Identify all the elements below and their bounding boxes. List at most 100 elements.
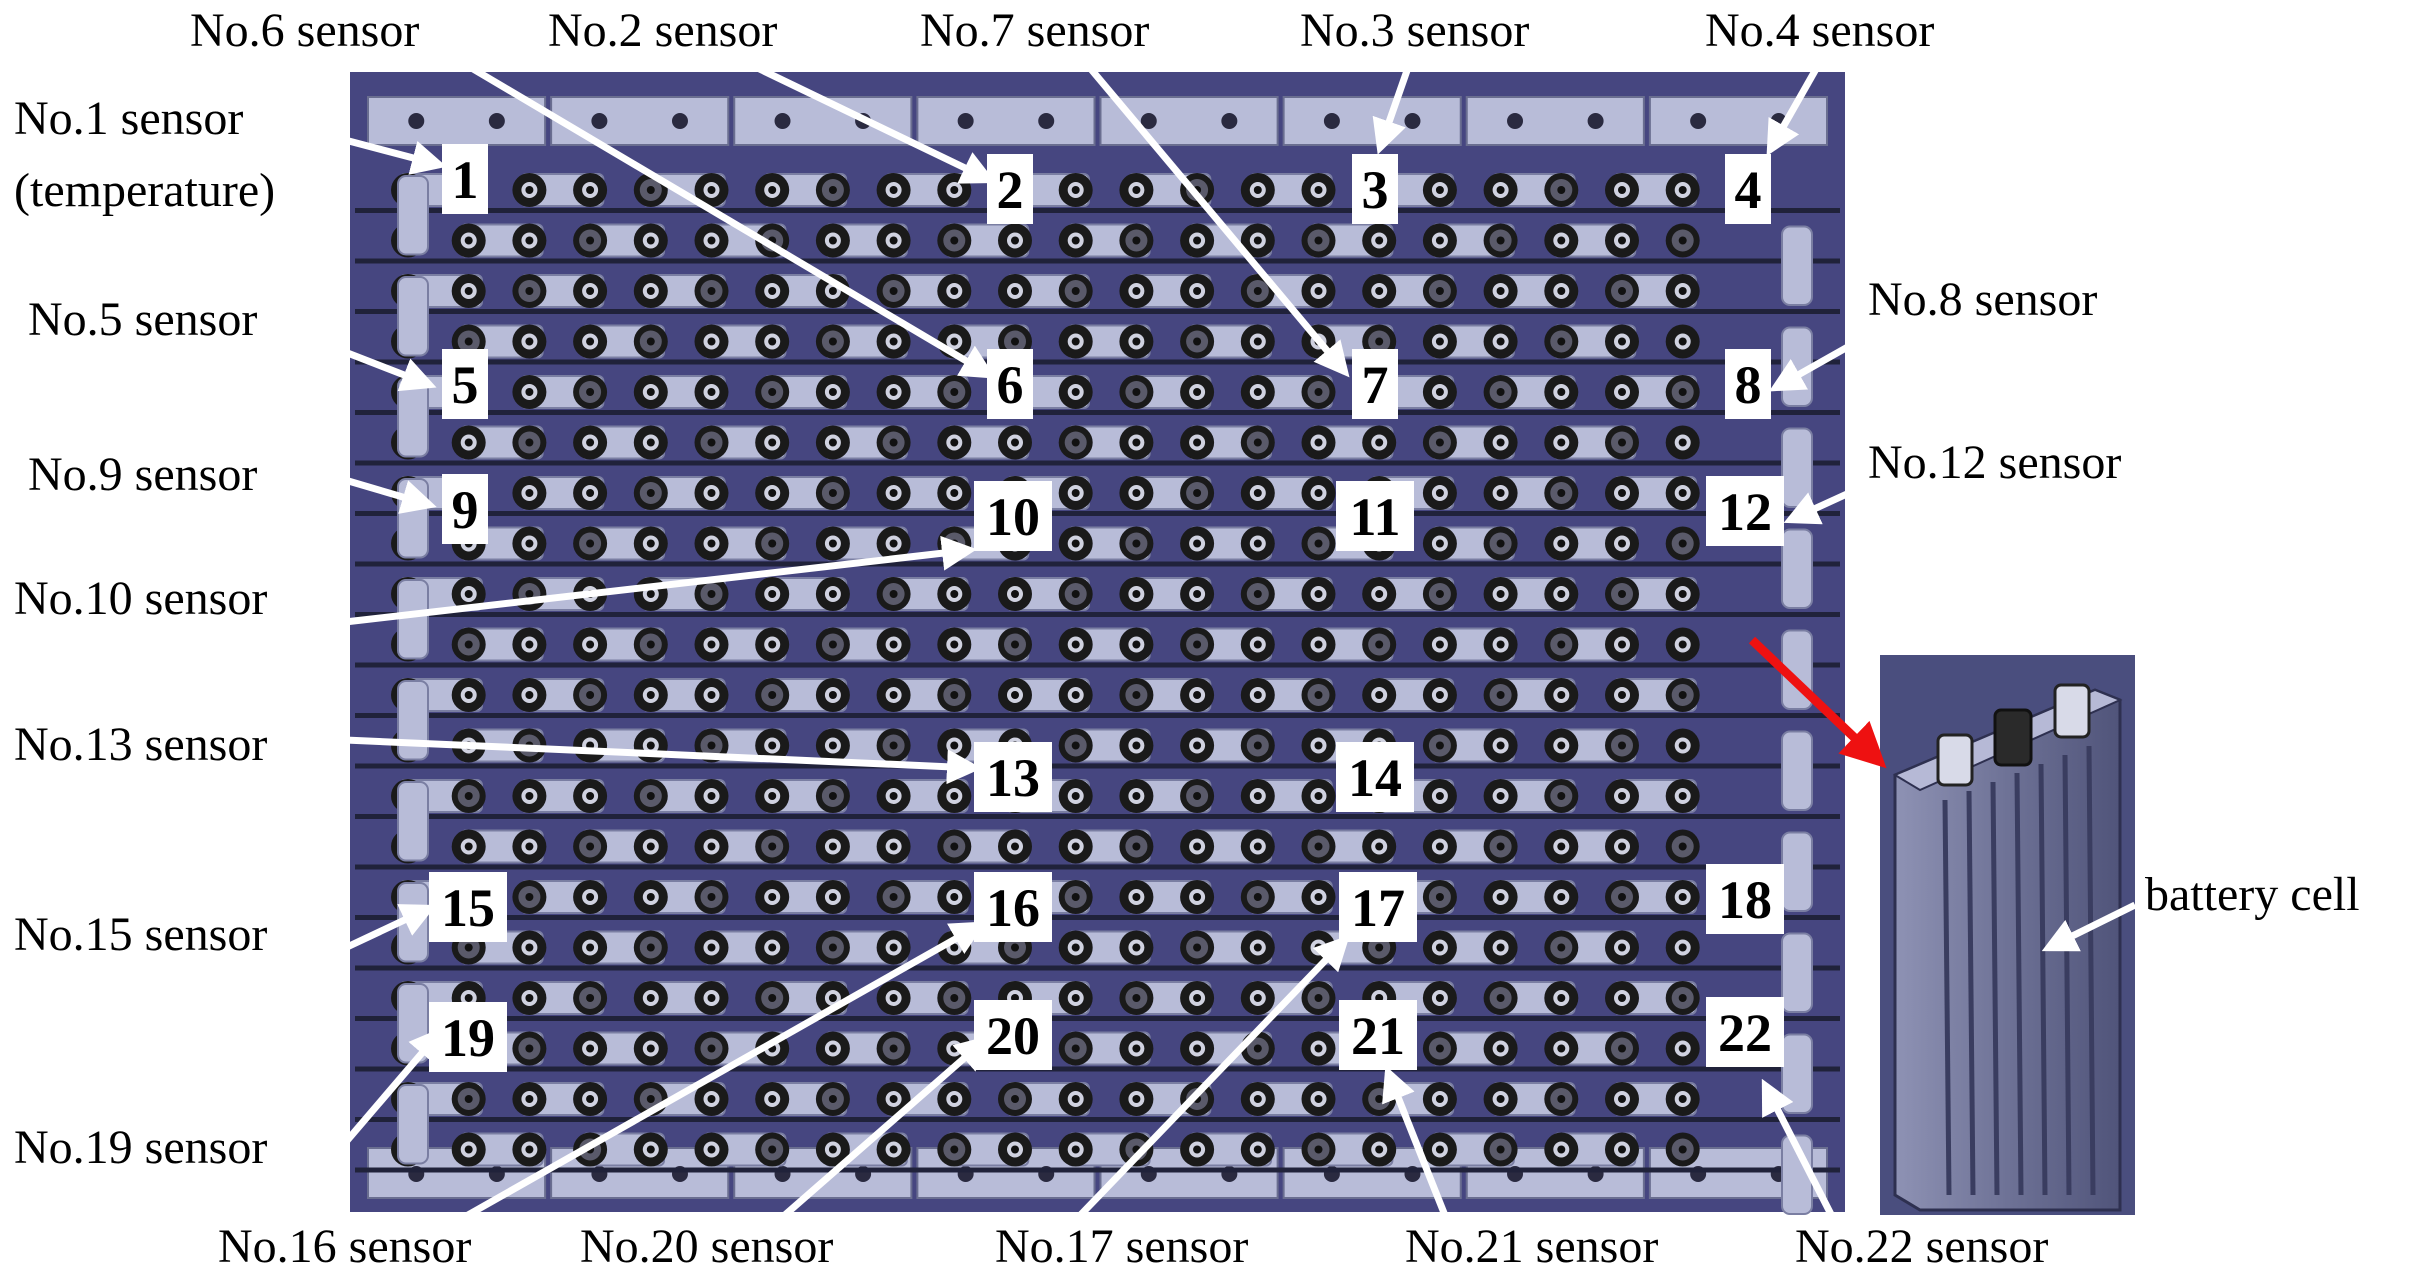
terminal-center (1618, 539, 1626, 548)
terminal-center (1557, 640, 1566, 649)
terminal-center (707, 236, 716, 245)
terminal-center (586, 388, 595, 396)
terminal-center (707, 438, 716, 447)
terminal-center (1253, 691, 1262, 699)
row-divider (355, 258, 1840, 264)
sensor-16-number: 16 (986, 878, 1040, 938)
sensor-1-sublabel: (temperature) (14, 164, 275, 217)
terminal-center (1618, 590, 1626, 598)
terminal-center (1557, 236, 1566, 245)
terminal-center (1132, 1095, 1141, 1103)
terminal-center (1132, 994, 1141, 1002)
row-divider (355, 1167, 1840, 1173)
terminal-center (464, 994, 473, 1002)
sensor-19-number: 19 (441, 1008, 495, 1068)
terminal-center (1011, 943, 1019, 952)
terminal-center (1496, 1095, 1505, 1103)
terminal-center (1678, 388, 1687, 396)
row-divider (355, 814, 1840, 819)
terminal-center (1496, 943, 1505, 952)
terminal-center (950, 287, 959, 295)
terminal-center (1678, 186, 1687, 194)
terminal-center (464, 438, 473, 447)
terminal-center (1557, 1145, 1566, 1154)
terminal-center (889, 186, 898, 194)
terminal-center (828, 539, 837, 548)
terminal-center (1132, 337, 1141, 346)
mounting-bolt (671, 113, 688, 129)
terminal-center (707, 489, 716, 497)
terminal-center (1618, 489, 1626, 497)
terminal-center (1557, 186, 1566, 194)
sensor-20-label: No.20 sensor (580, 1220, 833, 1273)
terminal-center (1375, 438, 1384, 447)
row-divider (355, 1016, 1840, 1021)
terminal-center (1375, 236, 1384, 245)
mounting-bolt (1507, 113, 1524, 129)
terminal-center (1314, 842, 1323, 851)
terminal-center (1314, 994, 1323, 1002)
terminal-center (828, 691, 837, 699)
callout-arrow (343, 904, 437, 952)
sensor-6-number: 6 (997, 355, 1024, 415)
terminal-center (1314, 741, 1323, 750)
terminal-center (1253, 893, 1262, 901)
terminal-center (1132, 287, 1141, 295)
sensor-20-box (974, 1000, 1052, 1070)
terminal-center (950, 539, 959, 548)
terminal-center (525, 438, 534, 447)
terminal-center (586, 287, 595, 295)
terminal-center (525, 1145, 534, 1154)
terminal-center (1557, 741, 1566, 750)
mounting-bolt (1140, 113, 1157, 129)
terminal-center (1496, 640, 1505, 649)
sensor-16-label: No.16 sensor (218, 1220, 471, 1273)
terminal-center (828, 1044, 837, 1053)
sensor-2-number: 2 (997, 160, 1024, 220)
sensor-2-box (987, 154, 1033, 224)
sensor-15-number: 15 (441, 878, 495, 938)
terminal-center (1132, 1044, 1141, 1053)
cell-terminal (1993, 708, 2033, 767)
terminal-center (1496, 842, 1505, 851)
terminal-center (646, 236, 655, 245)
sensor-9-label: No.9 sensor (28, 448, 257, 501)
sensor-22-box (1706, 997, 1784, 1067)
sensor-18-number: 18 (1718, 870, 1772, 930)
terminal-center (646, 539, 655, 548)
row-divider (355, 561, 1840, 567)
terminal-center (1071, 994, 1080, 1002)
cell-terminals (1936, 683, 2091, 787)
terminal-center (1132, 590, 1141, 598)
terminal-center (707, 186, 716, 194)
terminal-center (1375, 1145, 1384, 1154)
terminal-center (1557, 893, 1566, 901)
mounting-plate (1282, 96, 1462, 146)
mounting-bolt (1587, 113, 1604, 129)
sensor-5-label: No.5 sensor (28, 293, 257, 346)
terminal-center (889, 893, 898, 901)
terminal-center (1071, 691, 1080, 699)
terminal-center (646, 741, 655, 750)
terminal-center (586, 994, 595, 1002)
sensor-21-number: 21 (1351, 1006, 1405, 1066)
terminal-center (646, 287, 655, 295)
sensor-19-box (429, 1002, 507, 1072)
terminal-center (1011, 1095, 1019, 1103)
terminal-center (1435, 842, 1444, 851)
terminal-center (1375, 640, 1384, 649)
row-divider (355, 612, 1840, 617)
terminal-center (950, 1044, 959, 1053)
terminal-center (1011, 236, 1019, 245)
terminal-center (1193, 792, 1202, 800)
mounting-plate (367, 96, 547, 146)
row-divider (355, 309, 1840, 314)
terminal-center (950, 893, 959, 901)
terminal-center (646, 691, 655, 699)
terminal-center (525, 640, 534, 649)
terminal-center (1557, 1044, 1566, 1053)
terminal-center (1011, 842, 1019, 851)
terminal-center (1678, 943, 1687, 952)
sensor-8-number: 8 (1735, 355, 1762, 415)
terminal-center (646, 337, 655, 346)
